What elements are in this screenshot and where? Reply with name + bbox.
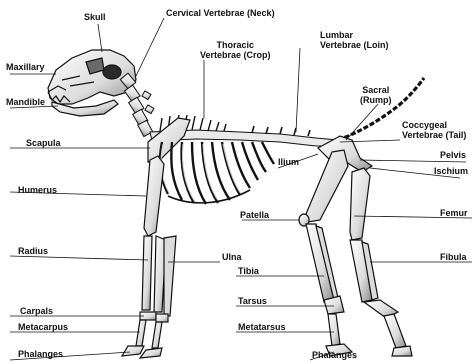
label-metatarsus: Metatarsus xyxy=(238,322,286,332)
label-ilium: Ilium xyxy=(278,157,299,167)
front-leg-bones xyxy=(122,156,176,358)
label-phalanges-hind: Phalanges xyxy=(312,350,357,360)
label-phalanges-front: Phalanges xyxy=(18,349,63,359)
label-femur: Femur xyxy=(440,208,468,218)
label-mandible: Mandible xyxy=(6,97,45,107)
label-cervical-vertebrae: Cervical Vertebrae (Neck) xyxy=(166,8,275,18)
label-pelvis: Pelvis xyxy=(440,150,466,160)
label-tarsus: Tarsus xyxy=(238,296,267,306)
rib-cage-bone xyxy=(160,142,274,204)
cervical-vertebrae-bone xyxy=(120,73,154,136)
label-thoracic-vertebrae: Thoracic Vertebrae (Crop) xyxy=(200,40,271,60)
label-radius: Radius xyxy=(18,246,48,256)
label-ulna: Ulna xyxy=(222,252,242,262)
label-tibia: Tibia xyxy=(238,266,259,276)
hind-leg-bones xyxy=(299,150,352,356)
label-patella: Patella xyxy=(240,210,269,220)
label-maxillary: Maxillary xyxy=(6,62,45,72)
label-ischium: Ischium xyxy=(434,166,468,176)
label-coccygeal-vertebrae: Coccygeal Vertebrae (Tail) xyxy=(402,120,466,140)
label-fibula: Fibula xyxy=(440,252,467,262)
label-sacral: Sacral (Rump) xyxy=(360,85,392,105)
label-lumbar-vertebrae: Lumbar Vertebrae (Loin) xyxy=(320,30,389,50)
label-metacarpus: Metacarpus xyxy=(18,322,68,332)
label-scapula: Scapula xyxy=(26,138,61,148)
label-skull: Skull xyxy=(84,12,106,22)
label-humerus: Humerus xyxy=(18,185,57,195)
label-carpals: Carpals xyxy=(20,306,53,316)
